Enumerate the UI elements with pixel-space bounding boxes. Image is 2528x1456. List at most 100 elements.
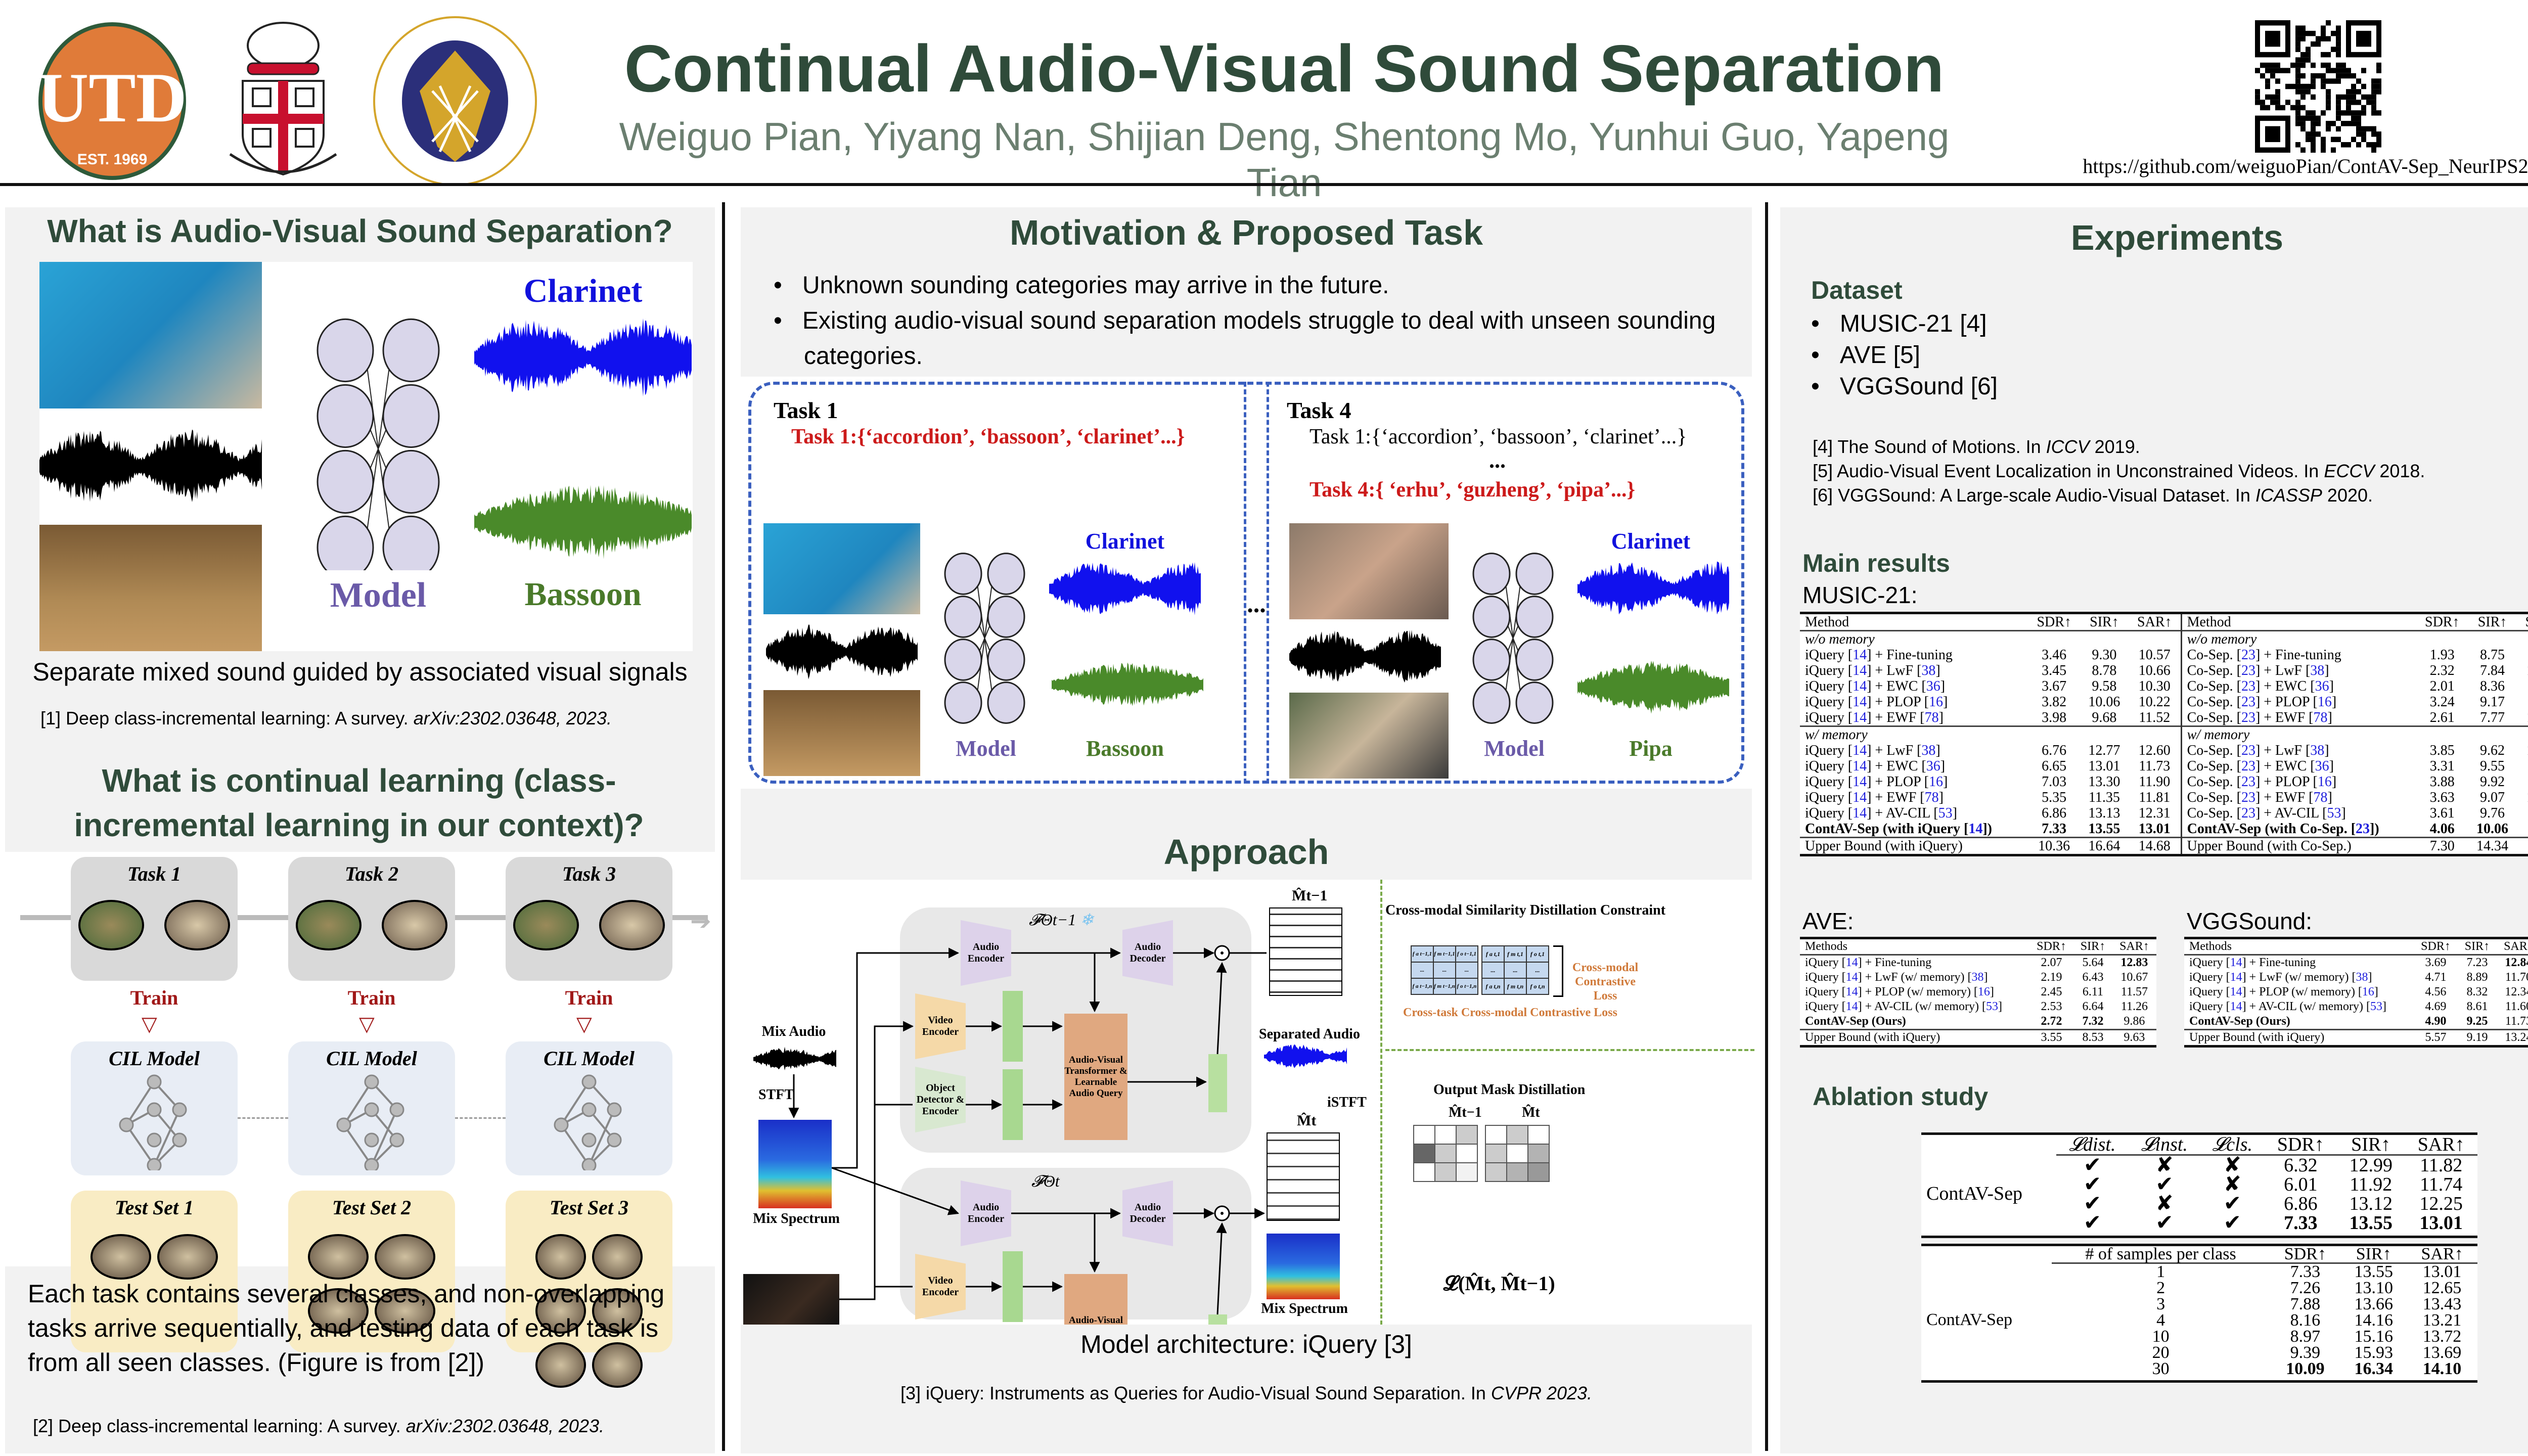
repo-link[interactable]: https://github.com/weiguoPian/ContAV-Sep… <box>2083 155 2528 177</box>
cil-model-icon <box>119 1074 187 1170</box>
audio-encoder <box>961 1180 1011 1246</box>
cil-train-label: Train <box>130 986 178 1009</box>
mask-cell <box>1456 1144 1478 1163</box>
column-divider-right <box>1765 202 1768 1451</box>
feature-cell: f o t−1,1 <box>1455 945 1478 963</box>
task4-model-icon <box>1472 553 1554 724</box>
cil-model-icon <box>336 1074 404 1170</box>
dataset-item: • VGGSound [6] <box>1811 373 1998 400</box>
clarinet-waveform <box>474 318 692 397</box>
omd-mask-prev-label: M̂t−1 <box>1449 1105 1482 1120</box>
approach-heading: Approach <box>1163 832 1329 872</box>
reference-4: [4] The Sound of Motions. In ICCV 2019. <box>1813 436 2140 457</box>
task4-clarinet-waveform <box>1577 561 1729 615</box>
mask-cell <box>1434 1144 1457 1163</box>
task4-pipa-waveform <box>1577 660 1729 714</box>
task4-mix-waveform <box>1289 630 1441 683</box>
reference-6: [6] VGGSound: A Large-scale Audio-Visual… <box>1813 485 2373 506</box>
task1-clarinet-waveform <box>1049 562 1201 616</box>
music-table: MethodSDR↑SIR↑SAR↑MethodSDR↑SIR↑SAR↑w/o … <box>1800 612 2528 856</box>
experiments-heading: Experiments <box>2070 218 2284 257</box>
object-detector-encoder <box>915 1067 966 1132</box>
cil-test-images <box>73 1231 235 1285</box>
mask-cell <box>1527 1162 1550 1182</box>
audio-decoder <box>1122 920 1173 986</box>
brown-logo <box>222 18 344 185</box>
mask-cell <box>1413 1125 1435 1145</box>
header-divider <box>0 183 2528 186</box>
qr-code[interactable] <box>2255 20 2381 153</box>
feature-cell: f a t,n <box>1481 978 1505 995</box>
mask-grid-prev <box>1413 1125 1478 1182</box>
mask-cell <box>1413 1162 1435 1182</box>
table-row: iQuery [14] + AV-CIL (w/ memory) [53]2.5… <box>1805 1000 2148 1013</box>
cil-test-images <box>291 1231 453 1339</box>
mix-audio-label: Mix Audio <box>761 1024 826 1039</box>
task-divider-1 <box>1244 382 1246 784</box>
feature-cell: ... <box>1504 962 1527 979</box>
task4-pipa-frame <box>1289 693 1449 779</box>
separated-audio-waveform <box>1264 1044 1347 1068</box>
current-model-label: 𝓕Θt <box>1031 1172 1060 1190</box>
task-figure: Task 1 Task 1:{‘accordion’, ‘bassoon’, ‘… <box>741 377 1752 789</box>
cross-task-loss-label: Cross-task Cross-modal Contrastive Loss <box>1403 1006 1617 1019</box>
separated-audio-label: Separated Audio <box>1259 1026 1360 1042</box>
cil-test-label: Test Set 2 <box>332 1196 412 1219</box>
istft-label: iSTFT <box>1327 1095 1367 1110</box>
cil-test-label: Test Set 3 <box>549 1196 629 1219</box>
bassoon-waveform <box>474 485 692 559</box>
cil-task-label: Task 3 <box>562 862 616 885</box>
ablation-heading: Ablation study <box>1813 1082 1989 1111</box>
cil-model-label: CIL Model <box>326 1047 417 1070</box>
task-divider-2 <box>1267 382 1269 784</box>
feature-cell: f m t,1 <box>1504 945 1527 963</box>
mix-spectrum-image <box>758 1120 832 1208</box>
svg-text:EST. 1969: EST. 1969 <box>77 151 147 168</box>
feature-cell: f a t−1,n <box>1411 978 1434 995</box>
frozen-icon: ❄ <box>1080 911 1094 929</box>
bullet-item: • Existing audio-visual sound separation… <box>774 307 1716 370</box>
mix-audio-waveform <box>753 1046 836 1071</box>
mlp-block <box>1208 1054 1227 1112</box>
between-tasks-ellipsis: ... <box>1247 589 1266 618</box>
feature-cell: ... <box>1455 962 1478 979</box>
feature-cell: ... <box>1481 962 1505 979</box>
table-header-row: 𝓛dist.𝓛inst.𝓛cls.SDR↑SIR↑SAR↑ <box>1921 1132 2477 1155</box>
cl-caption: Each task contains several classes, and … <box>28 1280 665 1377</box>
feature-cell: ... <box>1526 962 1549 979</box>
feature-cell: f o t,n <box>1526 978 1549 995</box>
av-transformer-block <box>1064 1014 1127 1140</box>
cil-task-images <box>513 900 665 950</box>
cil-task-label: Task 1 <box>127 862 182 885</box>
cil-test-card <box>506 1191 672 1352</box>
cil-task-images <box>296 900 447 950</box>
cil-task-images <box>78 900 230 950</box>
mask-cell <box>1456 1162 1478 1182</box>
task1-bassoon-frame <box>763 690 920 776</box>
video-encoder <box>915 993 966 1059</box>
feature-cell: f m t−1,n <box>1433 978 1456 995</box>
